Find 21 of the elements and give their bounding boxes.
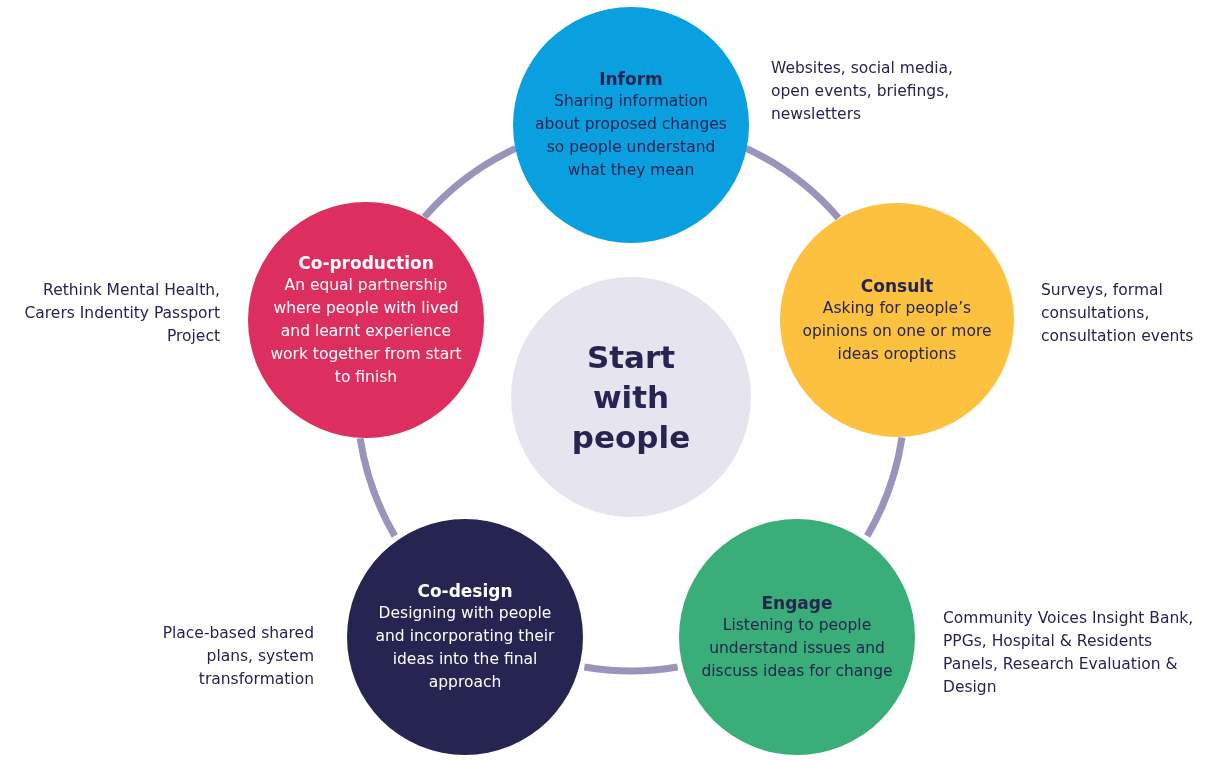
- stage-description: An equal partnership where people with lived and learnt experience work together from start to finish: [270, 274, 462, 388]
- stage-description: Asking for people’s opinions on one or more ideas oroptions: [802, 297, 992, 365]
- stage-title: Co-design: [417, 580, 513, 602]
- stage-title: Inform: [599, 68, 663, 90]
- stage-description: Designing with people and incorporating their ideas into the final approach: [374, 603, 556, 693]
- stage-description: Listening to people understand issues and discuss ideas for change: [701, 614, 893, 682]
- center-title: Start with people: [570, 338, 692, 457]
- stage-description: Sharing information about proposed changes so people understand what they mean: [535, 91, 727, 181]
- side-note: Surveys, formal consultations, consultation events: [1041, 280, 1195, 347]
- stage-title: Engage: [761, 591, 833, 614]
- side-note: Websites, social media, open events, briefings, newsletters: [771, 58, 955, 125]
- stage-title: Co-production: [298, 251, 434, 274]
- side-note: Place-based shared plans, system transformation: [161, 623, 314, 690]
- ring-connector: [356, 437, 398, 538]
- ring-connector: [744, 145, 841, 221]
- stage-title: Consult: [860, 274, 934, 297]
- side-note: Community Voices Insight Bank, PPGs, Hospital & Residents Panels, Research Evaluation & Design: [943, 608, 1195, 698]
- side-note: Rethink Mental Health, Carers Indentity Passport Project: [23, 280, 220, 347]
- ring-connector: [421, 145, 518, 220]
- ring-connector: [583, 663, 679, 675]
- ring-connector: [864, 436, 906, 538]
